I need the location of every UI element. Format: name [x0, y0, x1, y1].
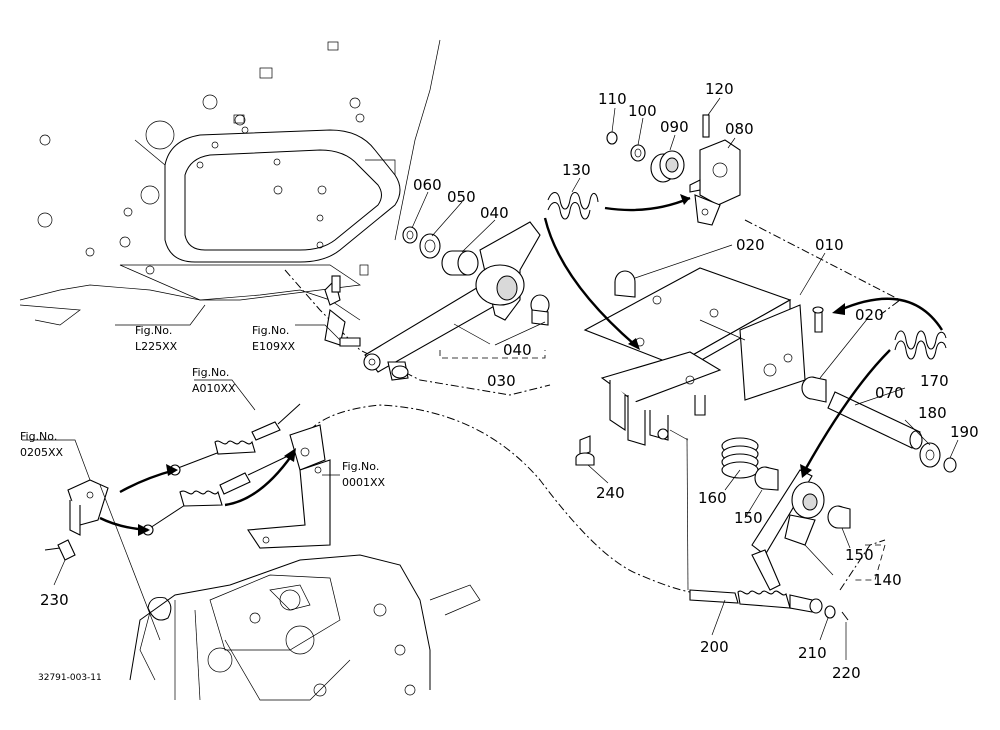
- part-080-pivot-block: [689, 139, 741, 226]
- throttle-cable-lower: [142, 454, 291, 536]
- part-120-pin: [702, 114, 710, 138]
- part-010-bracket: [583, 267, 824, 446]
- part-150-bushing-a: [754, 466, 779, 491]
- fig-ref-e109-line2: E109XX: [252, 340, 295, 353]
- fig-ref-0001-line1: Fig.No.: [342, 460, 379, 473]
- fig-ref-l225-line1: Fig.No.: [135, 324, 172, 337]
- drawing-code: 32791-003-11: [38, 673, 102, 683]
- bracket-030-a: [439, 350, 546, 359]
- callout-040-a: 040: [480, 204, 509, 222]
- part-130-spring: [547, 192, 599, 220]
- part-050-washer: [419, 233, 441, 259]
- callout-020-a: 020: [736, 236, 765, 254]
- part-040-bushing-b: [530, 294, 550, 326]
- figure-references: Fig.No. L225XX Fig.No. E109XX Fig.No. A0…: [20, 324, 386, 489]
- callout-150-a: 150: [734, 509, 763, 527]
- part-070-shaft: [827, 391, 923, 450]
- cable-route-path: [309, 404, 691, 593]
- callout-240: 240: [596, 484, 625, 502]
- callout-050: 050: [447, 188, 476, 206]
- transmission-case-outline: [19, 39, 441, 326]
- throttle-cable-upper: [169, 403, 301, 476]
- callout-210: 210: [798, 644, 827, 662]
- bracket-140-b: [855, 544, 886, 581]
- part-190-clip: [943, 457, 957, 473]
- callout-230: 230: [40, 591, 69, 609]
- part-210-washer: [824, 605, 836, 619]
- part-180-washer: [919, 442, 941, 468]
- fig-ref-e109-line1: Fig.No.: [252, 324, 289, 337]
- part-020-bushing-a: [614, 270, 636, 298]
- callout-160: 160: [698, 489, 727, 507]
- callout-020-b: 020: [855, 306, 884, 324]
- part-240-bolt: [575, 435, 595, 466]
- part-020-bushing-b: [801, 376, 827, 403]
- part-160-spring: [721, 437, 759, 479]
- callout-110: 110: [598, 90, 627, 108]
- callout-080: 080: [725, 120, 754, 138]
- fig-ref-l225-line2: L225XX: [135, 340, 178, 353]
- fig-ref-0001-line2: 0001XX: [342, 476, 386, 489]
- callout-070: 070: [875, 384, 904, 402]
- callout-030: 030: [487, 372, 516, 390]
- part-110-clip: [606, 131, 618, 145]
- part-200-cable: [689, 589, 823, 614]
- part-060-circlip: [402, 226, 418, 244]
- part-140-lever: [751, 469, 825, 591]
- callout-100: 100: [628, 102, 657, 120]
- assembly-arrows: [99, 194, 944, 536]
- part-150-bushing-b: [827, 505, 851, 529]
- governor-lever-0205: [44, 479, 109, 561]
- fig-ref-0205-line2: 0205XX: [20, 446, 64, 459]
- part-040-bushing-a: [441, 250, 479, 276]
- leader-lines: [22, 97, 959, 660]
- callout-040-b: 040: [503, 341, 532, 359]
- callout-010: 010: [815, 236, 844, 254]
- support-bracket-0001: [247, 424, 331, 549]
- callout-090: 090: [660, 118, 689, 136]
- part-030-lever: [363, 221, 541, 381]
- fig-ref-0205-line1: Fig.No.: [20, 430, 57, 443]
- callout-190: 190: [950, 423, 979, 441]
- part-220-pin: [841, 611, 849, 621]
- fig-ref-a010-line2: A010XX: [192, 382, 236, 395]
- part-callouts: 110 100 120 090 080 130 060 050 040 020 …: [40, 80, 979, 682]
- callout-170: 170: [920, 372, 949, 390]
- part-170-spring: [894, 330, 947, 360]
- engine-block-outline: [129, 554, 481, 701]
- fig-ref-a010-line1: Fig.No.: [192, 366, 229, 379]
- callout-120: 120: [705, 80, 734, 98]
- callout-130: 130: [562, 161, 591, 179]
- part-100-washer: [630, 144, 646, 162]
- callout-180: 180: [918, 404, 947, 422]
- fitting-e109: [324, 275, 361, 347]
- linkage-center-line: [284, 269, 551, 396]
- callout-140: 140: [873, 571, 902, 589]
- callout-150-b: 150: [845, 546, 874, 564]
- part-090-bearing: [650, 150, 685, 183]
- callout-220: 220: [832, 664, 861, 682]
- callout-060: 060: [413, 176, 442, 194]
- callout-200: 200: [700, 638, 729, 656]
